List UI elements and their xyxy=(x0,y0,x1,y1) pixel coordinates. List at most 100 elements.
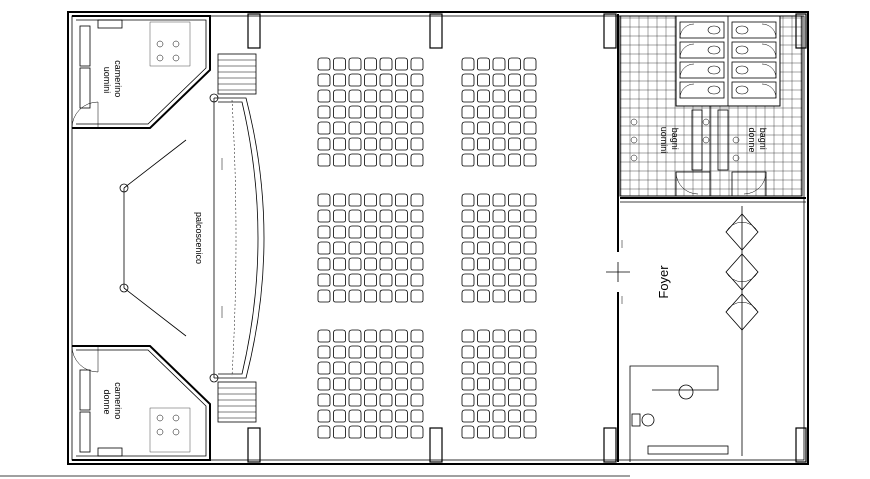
stairs-bottom xyxy=(217,381,257,423)
seat xyxy=(461,345,475,359)
seat xyxy=(492,361,506,375)
seat xyxy=(492,425,506,439)
seat xyxy=(317,73,331,87)
seat xyxy=(379,105,393,119)
seat xyxy=(492,89,506,103)
seat xyxy=(508,409,521,423)
seat xyxy=(410,393,424,407)
bagni-uomini-label: bagni uomini xyxy=(659,127,680,154)
seat xyxy=(364,137,377,151)
revolving-doors xyxy=(725,213,759,331)
seat xyxy=(461,409,475,423)
seat xyxy=(523,425,537,439)
seat xyxy=(508,345,521,359)
toilet-stall xyxy=(679,21,725,39)
seat xyxy=(348,377,362,391)
seat xyxy=(410,329,424,343)
seat xyxy=(508,193,521,207)
seat xyxy=(317,241,331,255)
seat xyxy=(523,361,537,375)
seat xyxy=(410,345,424,359)
stall-door-swing xyxy=(679,23,695,39)
seat xyxy=(395,393,408,407)
seat xyxy=(477,73,490,87)
seat xyxy=(348,425,362,439)
seat xyxy=(395,225,408,239)
seat xyxy=(477,425,490,439)
seat xyxy=(348,209,362,223)
seat xyxy=(317,225,331,239)
seat xyxy=(492,241,506,255)
seat xyxy=(333,241,346,255)
seat xyxy=(508,225,521,239)
seat xyxy=(395,257,408,271)
seat xyxy=(348,225,362,239)
seat xyxy=(395,153,408,167)
seat xyxy=(333,89,346,103)
seat xyxy=(364,57,377,71)
seat xyxy=(348,409,362,423)
seat xyxy=(317,273,331,287)
toilet-bowl xyxy=(735,45,749,55)
toilet-stalls xyxy=(679,21,777,99)
seat xyxy=(492,409,506,423)
seat xyxy=(395,329,408,343)
seat xyxy=(477,121,490,135)
seat xyxy=(492,209,506,223)
seat xyxy=(523,241,537,255)
seat xyxy=(410,361,424,375)
seat xyxy=(364,89,377,103)
seat xyxy=(395,241,408,255)
seat xyxy=(364,241,377,255)
seat xyxy=(379,241,393,255)
seat xyxy=(379,57,393,71)
seat xyxy=(348,153,362,167)
seat xyxy=(508,137,521,151)
seat xyxy=(348,57,362,71)
palcoscenico-label: palcoscenico xyxy=(194,212,204,264)
stall-door-swing xyxy=(679,43,695,59)
seat xyxy=(364,425,377,439)
seat xyxy=(461,137,475,151)
seat xyxy=(379,153,393,167)
seat xyxy=(523,289,537,303)
seat xyxy=(410,257,424,271)
seat xyxy=(492,153,506,167)
seat xyxy=(523,57,537,71)
seat xyxy=(410,153,424,167)
seat xyxy=(364,409,377,423)
seat xyxy=(379,409,393,423)
seat xyxy=(461,193,475,207)
seat xyxy=(461,209,475,223)
seat xyxy=(492,121,506,135)
seat xyxy=(364,289,377,303)
seat xyxy=(364,153,377,167)
seat xyxy=(523,193,537,207)
foyer-area xyxy=(620,197,806,462)
seat xyxy=(317,121,331,135)
seat xyxy=(364,273,377,287)
seat xyxy=(508,425,521,439)
seat xyxy=(410,425,424,439)
seat xyxy=(477,241,490,255)
seat xyxy=(523,73,537,87)
seat xyxy=(379,73,393,87)
toilet-bowl xyxy=(735,85,749,95)
toilet-stall xyxy=(731,41,777,59)
seat xyxy=(333,153,346,167)
seat xyxy=(410,121,424,135)
seat xyxy=(508,361,521,375)
seat xyxy=(348,241,362,255)
seat xyxy=(523,409,537,423)
seat xyxy=(461,361,475,375)
seat xyxy=(492,329,506,343)
bagni-area xyxy=(619,15,803,197)
stall-door-swing xyxy=(761,83,777,99)
seat xyxy=(333,393,346,407)
seat xyxy=(395,73,408,87)
toilet-stall xyxy=(679,81,725,99)
seat xyxy=(461,329,475,343)
seat xyxy=(333,329,346,343)
seat xyxy=(492,73,506,87)
seat xyxy=(508,105,521,119)
